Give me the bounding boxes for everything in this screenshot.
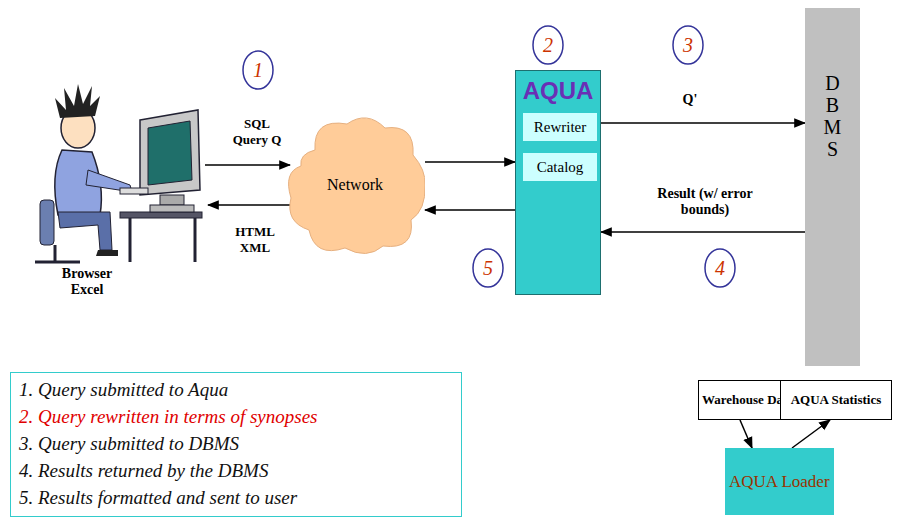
- edge-label: Q': [660, 92, 720, 108]
- flow-arrow: [601, 231, 805, 233]
- network-cloud: Network: [285, 110, 425, 260]
- node-text: 2. Query rewritten in terms of synopses: [19, 404, 453, 431]
- flow-arrow: [740, 420, 752, 448]
- user-illustration: [35, 84, 202, 262]
- arrow-label: HTML XML: [232, 224, 278, 256]
- callout-circles: [243, 26, 735, 287]
- steps-legend-box: 1. Query submitted to Aqua2. Query rewri…: [10, 372, 462, 517]
- flow-arrow: [601, 122, 805, 124]
- arrow-label: SQL Query Q: [228, 116, 286, 148]
- node-text: DBMS: [823, 72, 843, 366]
- callout-number: 5: [483, 257, 493, 280]
- aqua-statistics-box: AQUA Statistics: [780, 380, 892, 420]
- callout-number: 2: [543, 34, 553, 57]
- node-text: AQUA: [516, 77, 600, 105]
- cloud-shape: [289, 118, 425, 254]
- node-text: Catalog: [537, 159, 584, 176]
- aqua-loader-box: AQUA Loader: [725, 448, 834, 515]
- node-text: Rewriter: [534, 119, 586, 136]
- flow-arrow: [425, 161, 515, 163]
- callout-number: 4: [715, 257, 725, 280]
- user-arrows: [205, 165, 290, 205]
- node-text: 3. Query submitted to DBMS: [19, 431, 453, 458]
- dbms-bar: DBMS: [805, 8, 860, 366]
- catalog-box: Catalog: [523, 153, 597, 181]
- request-arrow: [205, 164, 290, 166]
- node-text: AQUA Loader: [729, 472, 830, 492]
- flow-arrow: [792, 420, 830, 448]
- rewriter-box: Rewriter: [523, 113, 597, 141]
- node-text: 5. Results formatted and sent to user: [19, 485, 453, 512]
- response-arrow: [208, 204, 290, 206]
- node-text: Network: [327, 176, 383, 194]
- node-text: AQUA Statistics: [791, 392, 882, 408]
- node-text: 4. Results returned by the DBMS: [19, 458, 453, 485]
- callout-number: 1: [253, 59, 263, 82]
- user-caption: Browser Excel: [52, 266, 122, 298]
- flow-arrow: [425, 209, 515, 211]
- aqua-system-box: AQUA RewriterCatalog: [515, 70, 601, 295]
- node-text: 1. Query submitted to Aqua: [19, 377, 453, 404]
- callout-number: 3: [683, 34, 693, 57]
- edge-label: Result (w/ error bounds): [640, 186, 770, 218]
